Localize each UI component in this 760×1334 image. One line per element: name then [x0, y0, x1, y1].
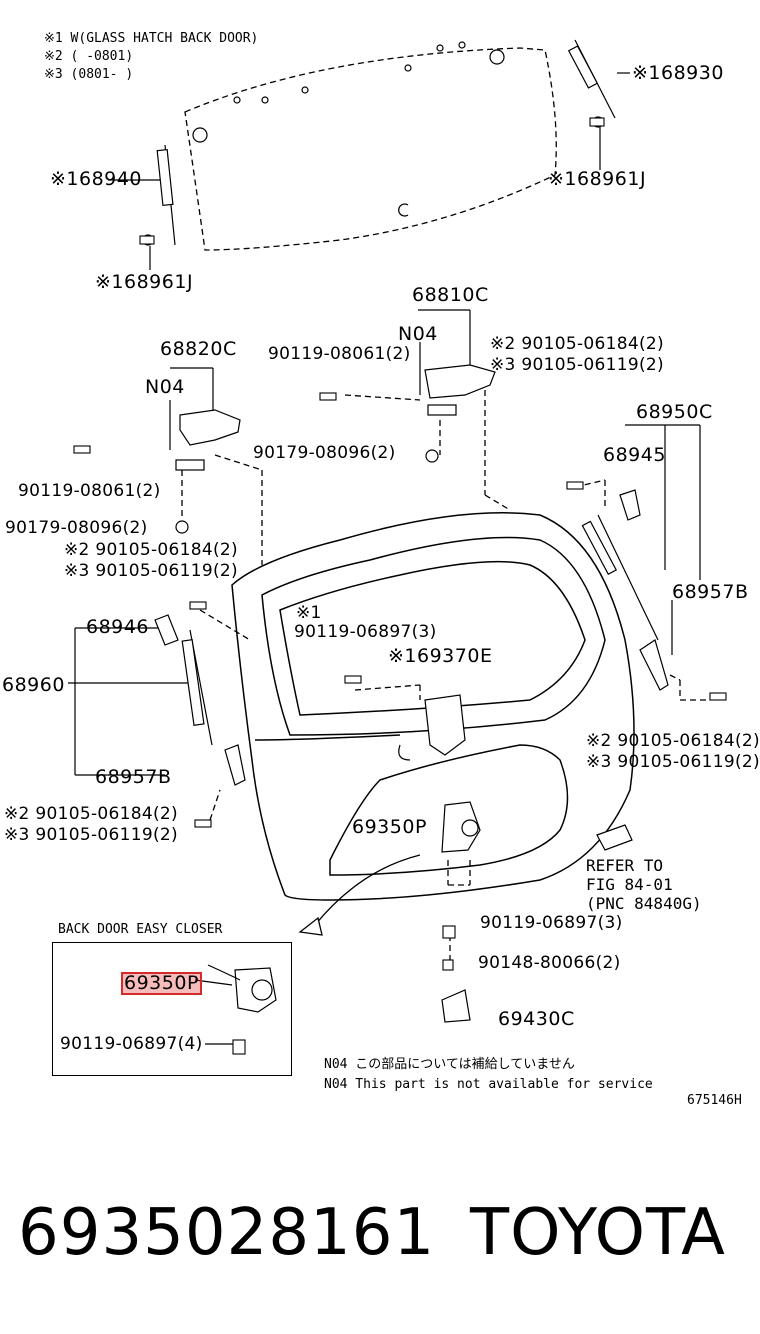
part-label-68946[interactable]: 68946 — [86, 616, 149, 638]
part-label-69350P[interactable]: 69350P — [352, 816, 427, 838]
bolt-label-90105-06184-bottom-left[interactable]: ※2 90105-06184(2) — [4, 804, 178, 824]
inset-title: BACK DOOR EASY CLOSER — [58, 922, 223, 937]
part-label-68945[interactable]: 68945 — [603, 444, 666, 466]
diagram-id: 675146H — [687, 1093, 742, 1108]
refer-line-3: (PNC 84840G) — [586, 894, 702, 913]
part-label-68960[interactable]: 68960 — [2, 674, 65, 696]
bolt-label-90105-06184-top[interactable]: ※2 90105-06184(2) — [490, 334, 664, 354]
bolt-label-90105-06119-right[interactable]: ※3 90105-06119(2) — [586, 752, 760, 772]
legend-japanese: N04 この部品については補給していません — [324, 1057, 575, 1072]
n04-label-left: N04 — [145, 376, 185, 398]
n04-label-center: N04 — [398, 323, 438, 345]
lock-assemblies — [207, 694, 633, 1023]
bolt-label-90179-08096-right[interactable]: 90179-08096(2) — [253, 443, 396, 463]
part-label-68957B-right[interactable]: 68957B — [672, 581, 749, 603]
part-label-69350P-highlighted[interactable]: 69350P — [121, 972, 202, 995]
inset-box — [52, 942, 292, 1076]
bolt-label-90119-06897-inset[interactable]: 90119-06897(4) — [60, 1034, 203, 1054]
legend-english: N04 This part is not available for servi… — [324, 1077, 653, 1092]
bolt-label-90119-06897-mid[interactable]: 90119-06897(3) — [480, 913, 623, 933]
part-label-68950C[interactable]: 68950C — [636, 401, 713, 423]
bolt-label-90179-08096-left[interactable]: 90179-08096(2) — [5, 518, 148, 538]
part-label-69370E[interactable]: ※169370E — [388, 645, 493, 667]
bolt-label-90119-06897-top[interactable]: 90119-06897(3) — [294, 622, 437, 642]
bolt-label-90105-06184-right[interactable]: ※2 90105-06184(2) — [586, 731, 760, 751]
part-label-68820C[interactable]: 68820C — [160, 338, 237, 360]
part-label-68810C[interactable]: 68810C — [412, 284, 489, 306]
note-variant-3: ※3 (0801- ) — [44, 67, 134, 82]
bolt-label-90105-06119-bottom-left[interactable]: ※3 90105-06119(2) — [4, 825, 178, 845]
glass-hatch-outline — [184, 47, 557, 251]
note-variant-2: ※2 ( -0801) — [44, 49, 134, 64]
brand-name: TOYOTA — [470, 1196, 726, 1270]
part-label-68940[interactable]: ※168940 — [50, 168, 142, 190]
part-number: 6935028161 — [18, 1196, 436, 1270]
bolt-label-90105-06184-left[interactable]: ※2 90105-06184(2) — [64, 540, 238, 560]
bolt-label-90148-80066[interactable]: 90148-80066(2) — [478, 953, 621, 973]
hinges-brackets — [154, 364, 669, 786]
bolts — [73, 117, 727, 1055]
door-arrow — [298, 854, 421, 936]
bolt-label-90119-08061-left[interactable]: 90119-08061(2) — [18, 481, 161, 501]
part-label-68930[interactable]: ※168930 — [632, 62, 724, 84]
glass-hatch-details — [192, 41, 505, 217]
bolt-label-90105-06119-left[interactable]: ※3 90105-06119(2) — [64, 561, 238, 581]
gas-struts-top — [142, 39, 616, 246]
leader-lines — [68, 72, 701, 1045]
part-label-68957B-left[interactable]: 68957B — [95, 766, 172, 788]
part-label-68961J-left[interactable]: ※168961J — [95, 271, 194, 293]
note-glass-hatch: ※1 W(GLASS HATCH BACK DOOR) — [44, 31, 259, 46]
refer-line-2: FIG 84-01 — [586, 875, 673, 894]
dashed-assembly-lines — [181, 380, 710, 960]
part-label-69430C[interactable]: 69430C — [498, 1008, 575, 1030]
part-label-68961J-right[interactable]: ※168961J — [548, 168, 647, 190]
bolt-label-90119-06897-top-note: ※1 — [296, 603, 322, 623]
bolt-label-90119-08061-top[interactable]: 90119-08061(2) — [268, 344, 411, 364]
refer-line-1: REFER TO — [586, 856, 664, 875]
bolt-label-90105-06119-top[interactable]: ※3 90105-06119(2) — [490, 355, 664, 375]
